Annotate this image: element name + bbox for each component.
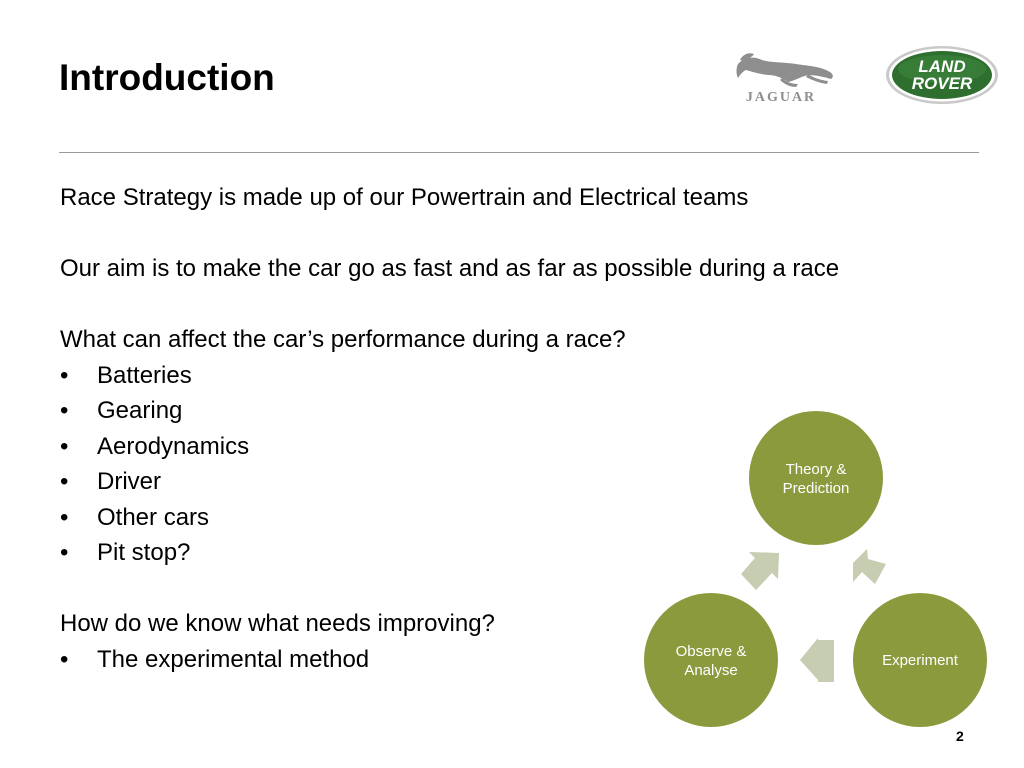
list-item: •Pit stop? xyxy=(60,535,1000,571)
jaguar-wordmark: JAGUAR xyxy=(746,90,816,105)
landrover-logo: LAND ROVER xyxy=(886,46,998,104)
jaguar-leaper-icon xyxy=(736,53,833,87)
observe-label-line1: Observe & xyxy=(676,643,747,660)
list-item: •Other cars xyxy=(60,500,1000,536)
slide-body: Race Strategy is made up of our Powertra… xyxy=(60,180,1000,677)
experiment-label: Experiment xyxy=(882,652,959,669)
bullet-icon: • xyxy=(60,468,69,495)
theory-label-line2: Prediction xyxy=(783,480,850,497)
aim-paragraph: Our aim is to make the car go as fast an… xyxy=(60,255,840,282)
list-item: •The experimental method xyxy=(60,642,1000,678)
jaguar-logo: JAGUAR xyxy=(736,53,833,105)
improvement-question: How do we know what needs improving? xyxy=(60,610,495,637)
list-item: •Driver xyxy=(60,464,1000,500)
title-divider xyxy=(59,152,979,153)
bullet-icon: • xyxy=(60,432,69,460)
method-list: •The experimental method xyxy=(60,642,1000,678)
list-item: •Gearing xyxy=(60,393,1000,429)
observe-label-line2: Analyse xyxy=(684,662,737,679)
landrover-wordmark-line1: LAND xyxy=(918,57,965,76)
slide-title: Introduction xyxy=(59,57,275,98)
performance-question: What can affect the car’s performance du… xyxy=(60,326,626,353)
list-item: •Aerodynamics xyxy=(60,429,1000,465)
theory-label-line1: Theory & xyxy=(786,461,847,478)
landrover-wordmark-line2: ROVER xyxy=(912,74,973,93)
bullet-icon: • xyxy=(60,397,69,424)
bullet-icon: • xyxy=(60,503,69,531)
bullet-icon: • xyxy=(60,539,69,566)
page-number: 2 xyxy=(956,728,964,744)
bullet-icon: • xyxy=(60,361,69,389)
bullet-icon: • xyxy=(60,645,69,673)
observe-analyse-node: Observe & Analyse xyxy=(644,593,778,727)
factor-list: •Batteries •Gearing •Aerodynamics •Drive… xyxy=(60,358,1000,571)
list-item: •Batteries xyxy=(60,358,1000,394)
theory-prediction-node: Theory & Prediction xyxy=(749,411,883,545)
experiment-node: Experiment xyxy=(853,593,987,727)
intro-paragraph: Race Strategy is made up of our Powertra… xyxy=(60,184,749,211)
